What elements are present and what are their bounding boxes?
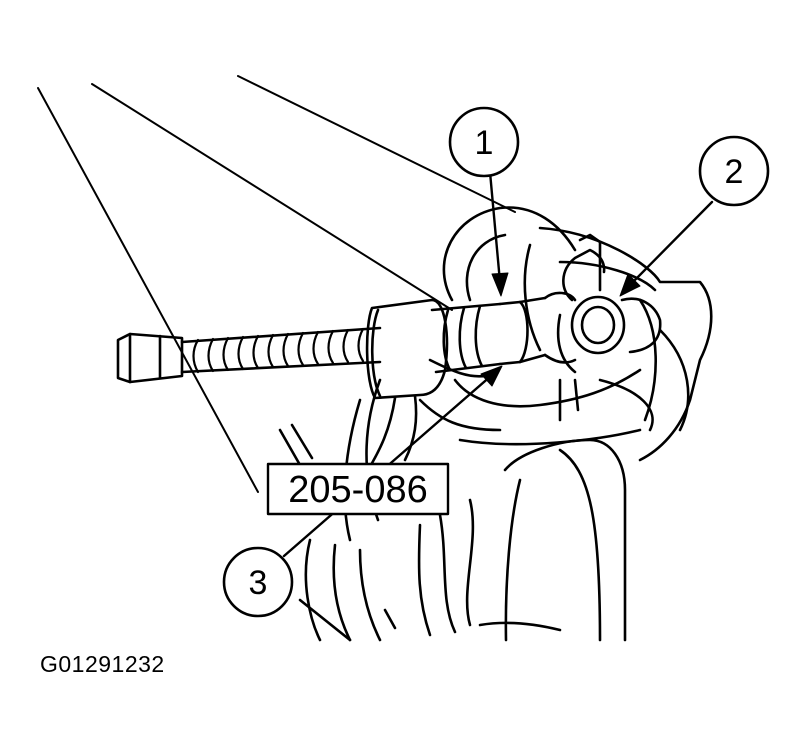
- callout-1-label: 1: [475, 124, 494, 162]
- callout-3-arrowhead: [480, 365, 503, 387]
- callout-3-label: 3: [249, 564, 268, 602]
- ball-joint: [543, 233, 662, 422]
- callout-1-circle: [448, 106, 520, 178]
- steering-knuckle: [278, 206, 713, 642]
- tool-number-box: [266, 462, 450, 516]
- callout-3-circle: [222, 546, 294, 618]
- callout-2-arrowhead: [619, 273, 641, 297]
- callout-arrowheads: [480, 272, 641, 387]
- tool-number-label: 205-086: [288, 469, 427, 511]
- callout-1-leader: [488, 170, 502, 284]
- screw-threads: [192, 327, 365, 374]
- figure-id: G01291232: [40, 651, 165, 677]
- callout-2-circle: [698, 135, 770, 207]
- callout-2-leader: [628, 200, 714, 287]
- callout-1-arrowhead: [491, 272, 509, 297]
- leader-lines: [37, 75, 516, 493]
- callout-2-label: 2: [725, 153, 744, 191]
